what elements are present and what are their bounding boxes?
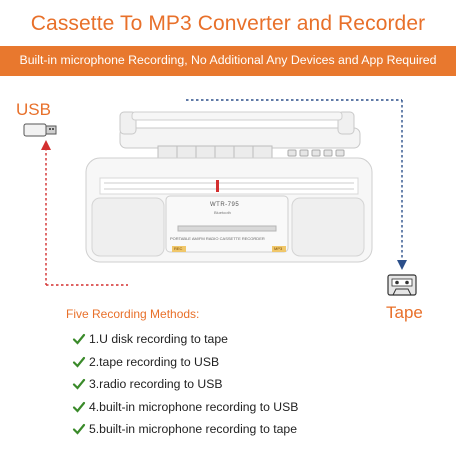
usb-label: USB	[16, 100, 51, 119]
page-title: Cassette To MP3 Converter and Recorder	[30, 12, 426, 35]
check-icon	[72, 423, 86, 435]
methods-title: Five Recording Methods:	[66, 307, 200, 321]
method-text: 3.radio recording to USB	[89, 377, 223, 391]
check-icon	[72, 356, 86, 368]
check-icon	[72, 401, 86, 413]
subtitle-text: Built-in microphone Recording, No Additi…	[19, 53, 437, 67]
cassette-player	[85, 111, 373, 263]
device-badge-right: MP3	[274, 246, 283, 251]
tape-label: Tape	[386, 303, 423, 322]
subtitle-banner: Built-in microphone Recording, No Additi…	[0, 46, 456, 76]
device-badge-left: REC	[174, 246, 183, 251]
usb-stick-icon	[23, 123, 57, 137]
check-icon	[72, 333, 86, 345]
device-model-label: WTR-795	[210, 202, 240, 208]
tape-arrow	[186, 99, 407, 270]
check-icon	[72, 378, 86, 390]
device-description: PORTABLE AM/FM RADIO CASSETTE RECORDER	[170, 236, 265, 241]
device-bluetooth-label: Bluetooth	[214, 210, 231, 215]
method-text: 2.tape recording to USB	[89, 355, 220, 369]
usb-arrow	[41, 140, 128, 286]
method-text: 4.built-in microphone recording to USB	[89, 400, 299, 414]
method-text: 1.U disk recording to tape	[89, 332, 228, 346]
method-text: 5.built-in microphone recording to tape	[89, 422, 297, 436]
cassette-tape-icon	[387, 274, 417, 296]
